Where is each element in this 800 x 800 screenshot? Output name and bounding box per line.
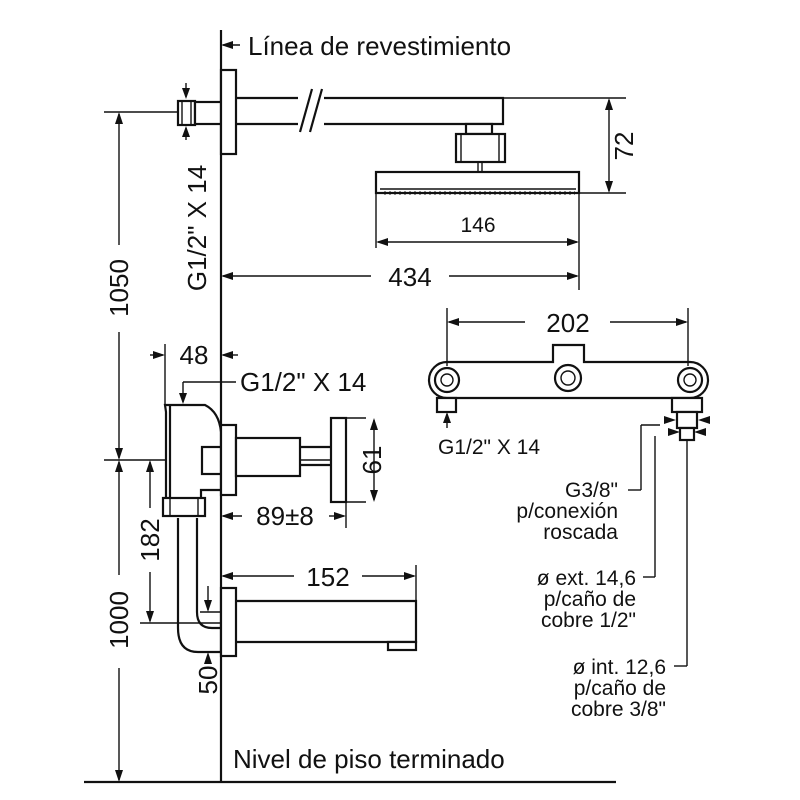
floor-level-label: Nivel de piso terminado [233,744,505,774]
dim-mixer-offset-label: 48 [180,340,209,370]
svg-text:p/caño de: p/caño de [544,588,636,611]
dim-handle-height-label: 61 [357,446,387,475]
shower-head [374,122,581,195]
dim-inlet-spacing-label: 202 [546,308,589,338]
head-reference-line [104,97,626,113]
ext-diameter-callout: ø ext. 14,6 p/caño de cobre 1/2" [537,436,656,632]
dim-spout-height: 1000 [104,460,134,782]
thread-top-callout: G1/2" X 14 [182,83,212,291]
dim-head-width: 146 [375,193,580,290]
dim-inlet-spacing: 202 [446,308,689,366]
dim-arm-length: 434 [221,262,579,292]
svg-text:G3/8": G3/8" [565,479,618,502]
shower-arm [236,96,505,126]
dim-handle-depth-label: 89±8 [256,501,314,531]
mixer-handle [219,416,366,504]
svg-text:p/caño de: p/caño de [574,677,666,700]
thread-right-label: G1/2" X 14 [438,436,540,459]
mixer-body [161,403,223,518]
spout [219,586,418,658]
dim-spout-offset: 50 [193,586,223,694]
dim-spout-length-label: 152 [306,562,349,592]
dim-spout-length: 152 [221,562,417,601]
dim-outlet-height-label: 182 [135,518,165,561]
svg-text:roscada: roscada [543,521,618,544]
svg-text:ø ext. 14,6: ø ext. 14,6 [537,567,636,590]
back-plate [427,343,710,442]
arm-break-symbol [298,88,324,133]
thread-mid-label: G1/2" X 14 [240,367,366,397]
dim-head-drop-label: 72 [609,132,639,161]
connection-callout: G3/8" p/conexión roscada [516,424,660,544]
dim-arm-length-label: 434 [388,262,431,292]
dim-head-drop: 72 [580,98,639,194]
wall-line-label: Línea de revestimiento [221,31,511,61]
thread-top-label: G1/2" X 14 [182,165,212,291]
dim-head-height-label: 1050 [104,259,134,317]
int-diameter-callout: ø int. 12,6 p/caño de cobre 3/8" [571,441,688,721]
shower-wall-fitting [176,68,238,156]
thread-mid-callout: G1/2" X 14 [179,367,366,404]
inlet-pipe [176,518,221,654]
dim-head-width-label: 146 [460,214,495,237]
svg-text:Línea de revestimiento: Línea de revestimiento [248,31,511,61]
dim-handle-height: 61 [357,418,387,502]
svg-text:cobre 3/8": cobre 3/8" [571,698,666,721]
dim-outlet-height: 182 [135,460,221,624]
thread-right-callout: G1/2" X 14 [438,412,540,459]
svg-text:cobre 1/2": cobre 1/2" [541,609,636,632]
dim-spout-offset-label: 50 [193,666,223,695]
dim-mixer-offset: 48 [150,340,238,405]
dim-spout-height-label: 1000 [104,591,134,649]
svg-text:p/conexión: p/conexión [516,500,618,523]
dim-fitting-diameters [664,416,710,436]
dim-handle-depth: 89±8 [221,501,347,531]
svg-text:ø int. 12,6: ø int. 12,6 [573,656,666,679]
dim-head-height: 1050 [104,112,134,460]
